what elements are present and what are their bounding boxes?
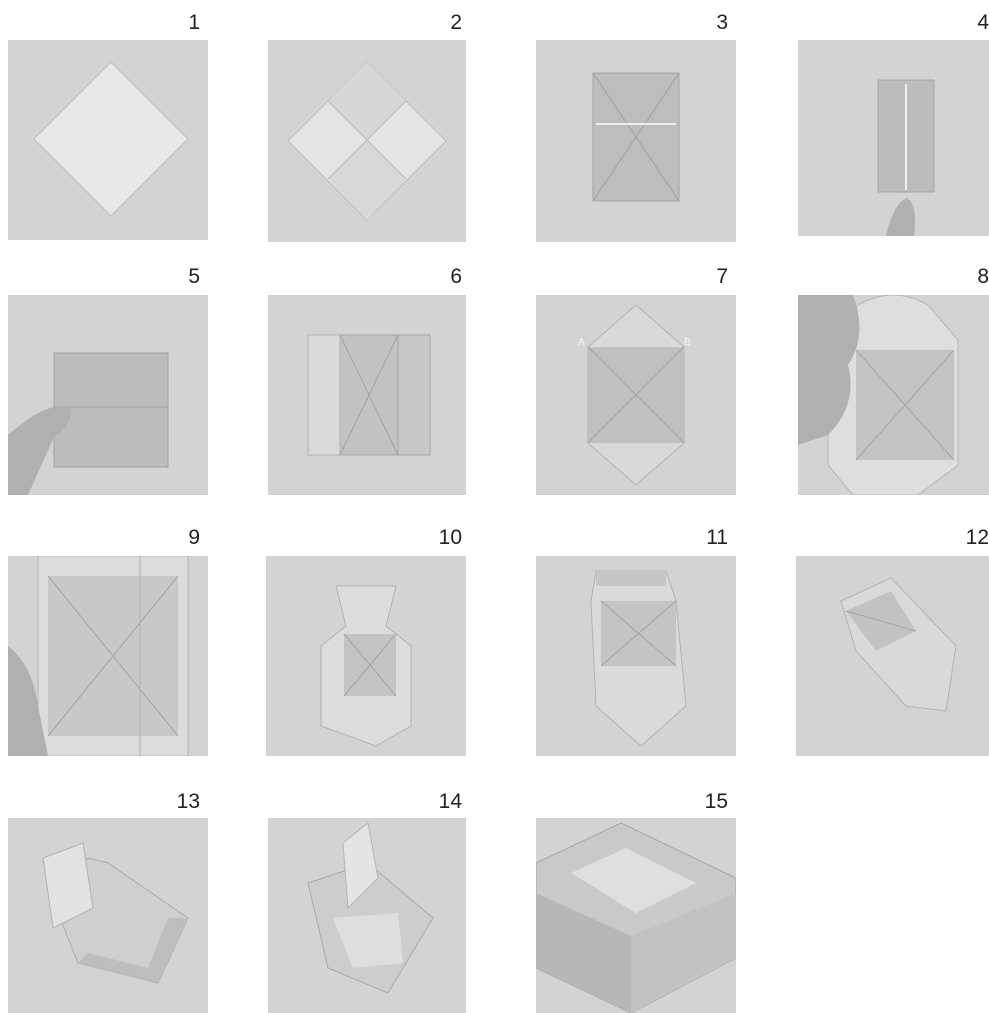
step-photo-creased-square: [268, 40, 466, 242]
step-number: 6: [412, 266, 462, 287]
step-number: 14: [412, 791, 462, 812]
step-number: 9: [150, 527, 200, 548]
step-photo-box-side-open: [8, 818, 208, 1013]
step-photo-partial-box: [266, 556, 466, 756]
step-number: 13: [150, 791, 200, 812]
step-number: 2: [412, 12, 462, 33]
step-number: 11: [678, 527, 728, 548]
step-number: 5: [150, 266, 200, 287]
step-photo-closeup-walls: [8, 556, 208, 756]
step-number: 10: [412, 527, 462, 548]
step-photo-raising-walls: [798, 295, 989, 495]
step-photo-side-flaps: [268, 295, 466, 495]
step-photo-blintz-fold: [536, 40, 736, 242]
step-number: 7: [678, 266, 728, 287]
step-photo-box-forming: [536, 556, 736, 756]
step-number: 4: [939, 12, 989, 33]
step-photo-unfolded-ends: A B: [536, 295, 736, 495]
step-number: 1: [150, 12, 200, 33]
step-number: 8: [939, 266, 989, 287]
step-number: 3: [678, 12, 728, 33]
step-photo-flat-square: [8, 40, 208, 240]
step-photo-tilted-box: [796, 556, 989, 756]
step-number: 15: [678, 791, 728, 812]
marker-b: B: [684, 337, 691, 348]
step-photo-box-last-flap: [268, 818, 466, 1013]
step-photo-finished-box: [536, 818, 736, 1013]
step-number: 12: [939, 527, 989, 548]
marker-a: A: [578, 337, 585, 348]
step-photo-folded-strip: [798, 40, 989, 236]
step-photo-folded-rectangle: [8, 295, 208, 495]
